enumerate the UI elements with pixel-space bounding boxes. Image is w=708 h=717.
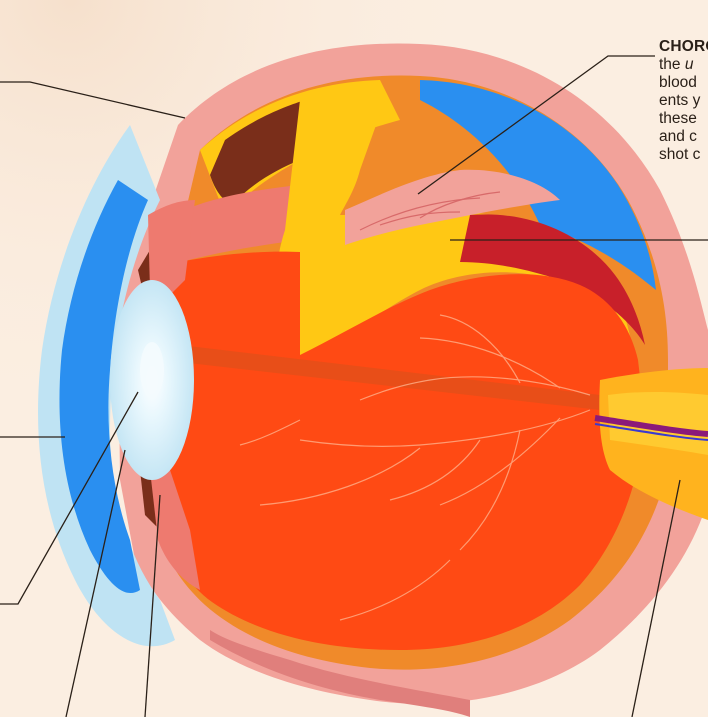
caption-line: and c — [659, 128, 708, 146]
vitreous-body — [160, 252, 645, 650]
lens-nucleus — [140, 342, 164, 398]
caption-line: these — [659, 110, 708, 128]
caption-line: shot c — [659, 146, 708, 164]
caption-title: CHORO — [659, 38, 708, 56]
caption-line: blood — [659, 74, 708, 92]
caption-line: the u — [659, 56, 708, 74]
caption-line: ents y — [659, 92, 708, 110]
choroid-caption: CHORO the u blood ents y these and c sho… — [659, 38, 708, 164]
